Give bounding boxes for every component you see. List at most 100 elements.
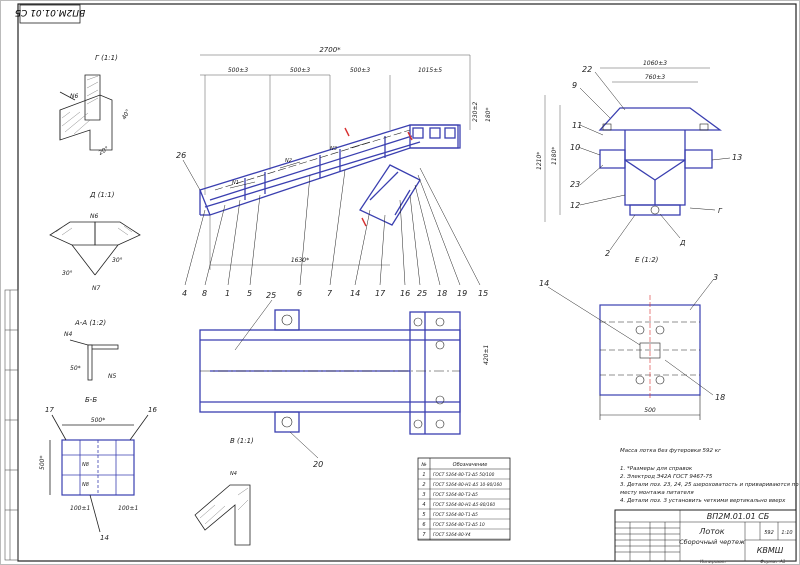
dim-plan-420: 420±1: [483, 345, 490, 365]
label-7: 7: [327, 289, 333, 298]
detail-view-d: Д (1:1) N6 N7 30° 30°: [49, 191, 141, 292]
weld-mark-n4: N4: [64, 331, 72, 338]
view-d-title: Д (1:1): [89, 191, 115, 199]
small-label-17: 17: [45, 406, 54, 414]
label-18: 18: [437, 289, 447, 298]
base-label-14: 14: [539, 279, 549, 288]
note-mass: Масса лотка без футеровки 592 кг: [620, 448, 721, 454]
dim-segment-3: 500±3: [350, 67, 370, 74]
dim-side-500: 500*: [39, 456, 46, 470]
svg-text:N8: N8: [82, 462, 89, 468]
label-26: 26: [176, 151, 186, 160]
table-cell-num: 5: [422, 512, 425, 518]
end-label-9: 9: [572, 81, 577, 90]
base-label-3: 3: [713, 273, 718, 282]
title-name-2: Сборочный чертеж: [679, 538, 745, 546]
table-cell-designation: ГОСТ 5264-80-Н1-Δ5-80/160: [433, 502, 495, 508]
table-cell-num: 2: [422, 482, 425, 488]
dim-bb-500: 500*: [91, 417, 105, 424]
base-label-18: 18: [715, 393, 725, 402]
view-v-title: В (1:1): [230, 437, 254, 445]
weld-mark-n5: N5: [108, 373, 116, 380]
dim-overall-2700: 2700*: [319, 46, 341, 54]
end-label-11: 11: [572, 121, 582, 130]
table-header-designation: Обозначение: [453, 462, 488, 468]
dim-segment-4: 1015±5: [418, 67, 442, 74]
table-cell-designation: ГОСТ 5264-80-Т3-Δ5 50/100: [433, 472, 495, 478]
label-14: 14: [350, 289, 360, 298]
top-stamp-code: ВП2М.01.01 СБ: [15, 7, 85, 17]
view-bb-title: Б-Б: [85, 396, 97, 404]
top-stamp-box: [19, 4, 81, 24]
dim-length-1630: 1630*: [291, 257, 309, 264]
svg-text:30°: 30°: [62, 270, 73, 277]
end-label-10: 10: [570, 143, 580, 152]
table-cell-num: 4: [422, 502, 425, 508]
copied-label: Копировал: [700, 559, 726, 565]
section-view-bb: Б-Б 500* 500* 100±1 100±1 N8 N8 17 16 14: [39, 396, 157, 542]
svg-text:20°: 20°: [98, 145, 111, 156]
title-name-1: Лоток: [698, 527, 724, 536]
drawing-frame: [17, 3, 797, 562]
note-4: 4. Детали поз. 3 установить четкими верт…: [620, 498, 786, 504]
dim-top-760: 760±3: [645, 74, 665, 81]
dim-segment-2: 500±3: [290, 67, 310, 74]
table-cell-num: 7: [422, 532, 426, 538]
svg-text:40°: 40°: [121, 108, 132, 121]
format-label: Формат А1: [760, 559, 786, 565]
plan-view: 420±1 25 20: [199, 291, 490, 469]
note-3a: 3. Детали поз. 23, 24, 25 шероховатость …: [620, 482, 799, 488]
label-4: 4: [182, 289, 187, 298]
table-cell-designation: ГОСТ 5264-80-Т3-Δ5 10: [433, 522, 485, 528]
end-label-2: 2: [605, 249, 610, 258]
dim-h-1210: 1210*: [536, 152, 543, 170]
small-label-16: 16: [148, 406, 157, 414]
note-3b: месту монтажа питателя: [620, 490, 694, 496]
note-2: 2. Электрод Э42А ГОСТ 9467-75: [620, 474, 713, 480]
weld-mark-n1: N1: [232, 180, 239, 186]
plan-label-25: 25: [266, 291, 276, 300]
label-5: 5: [247, 289, 252, 298]
small-label-14: 14: [100, 534, 109, 542]
dim-right-180: 180*: [485, 108, 492, 122]
title-org: КВМШ: [757, 546, 784, 555]
weld-mark-n2: N2: [285, 158, 292, 164]
table-cell-num: 1: [422, 472, 425, 478]
svg-text:Д: Д: [679, 239, 686, 247]
svg-text:50*: 50*: [70, 365, 81, 372]
table-cell-designation: ГОСТ 5264-80-Н1-Δ5 10-80/160: [433, 482, 502, 488]
table-cell-designation: ГОСТ 5264-80-Т3-Δ5: [433, 492, 478, 498]
dim-bb-100a: 100±1: [70, 505, 90, 512]
weld-mark-n3: N3: [330, 146, 337, 152]
section-view-aa: А-А (1:2) N4 N5 50*: [64, 319, 119, 381]
table-header-num: №: [420, 462, 426, 468]
weld-mark-n7-d: N7: [92, 285, 100, 292]
weld-mark-n6-d: N6: [90, 213, 98, 220]
label-8: 8: [202, 289, 207, 298]
title-scale: 1:10: [781, 530, 792, 536]
dim-h-1180: 1180*: [551, 147, 558, 165]
title-block: ВП2М.01.01 СБ Лоток Сборочный чертеж КВМ…: [614, 509, 797, 562]
svg-text:N4: N4: [230, 471, 237, 477]
dim-segment-1: 500±3: [228, 67, 248, 74]
dim-bb-100b: 100±1: [118, 505, 138, 512]
end-label-22: 22: [582, 65, 592, 74]
technical-notes: Масса лотка без футеровки 592 кг 1. *Раз…: [620, 448, 799, 504]
label-25: 25: [417, 289, 427, 298]
plan-label-20: 20: [313, 460, 323, 469]
label-1: 1: [225, 289, 230, 298]
title-code: ВП2М.01.01 СБ: [707, 512, 770, 521]
title-mass: 592: [764, 530, 774, 536]
table-cell-num: 3: [422, 492, 425, 498]
end-label-13: 13: [732, 153, 742, 162]
label-15: 15: [478, 289, 488, 298]
view-e-title: Е (1:2): [635, 256, 659, 264]
weld-symbols-table: № Обозначение 1 ГОСТ 5264-80-Т3-Δ5 50/100…: [417, 457, 511, 541]
label-19: 19: [457, 289, 467, 298]
table-cell-num: 6: [422, 522, 425, 528]
dim-top-1060: 1060±3: [643, 60, 667, 67]
svg-text:N8: N8: [82, 482, 89, 488]
label-16: 16: [400, 289, 410, 298]
